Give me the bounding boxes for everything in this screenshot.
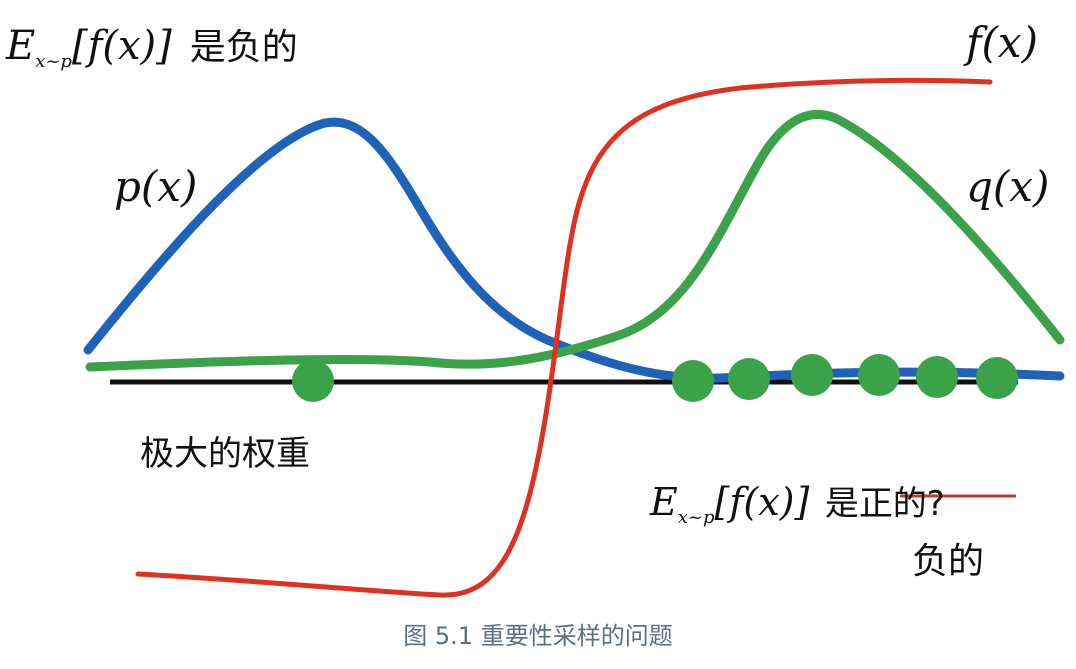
expectation-symbol: E	[650, 480, 678, 524]
q-curve	[85, 110, 1065, 372]
sample-dot	[791, 354, 833, 396]
expectation-subscript: x~p	[35, 51, 72, 72]
expectation-argument: [f(x)]	[714, 480, 810, 524]
expectation-argument: [f(x)]	[71, 23, 172, 69]
sample-dot	[858, 354, 900, 396]
bottom-expectation-label: Ex~p[f(x)] 是正的?	[650, 476, 945, 528]
expectation-symbol: E	[6, 23, 36, 69]
figure-caption: 图 5.1 重要性采样的问题	[403, 622, 673, 650]
sample-dot	[672, 360, 714, 402]
big-weight-label: 极大的权重	[140, 434, 310, 474]
corrected-negative-label: 负的	[912, 541, 985, 582]
f-label: f(x)	[966, 18, 1039, 67]
expectation-subscript: x~p	[677, 507, 715, 528]
sample-dot	[728, 358, 770, 400]
q-label: q(x)	[966, 162, 1050, 211]
sample-dot	[292, 360, 334, 402]
p-curve	[83, 117, 1065, 383]
p-label: p(x)	[114, 162, 198, 211]
expectation-sign-text: 是负的	[189, 27, 298, 68]
f-curve	[135, 77, 993, 598]
sample-dot	[916, 356, 958, 398]
sample-dot	[976, 357, 1018, 399]
expectation-is-text: 是	[824, 484, 859, 524]
struck-positive-text: 正的?	[858, 484, 945, 524]
top-left-expectation-label: Ex~p[f(x)] 是负的	[6, 18, 298, 72]
